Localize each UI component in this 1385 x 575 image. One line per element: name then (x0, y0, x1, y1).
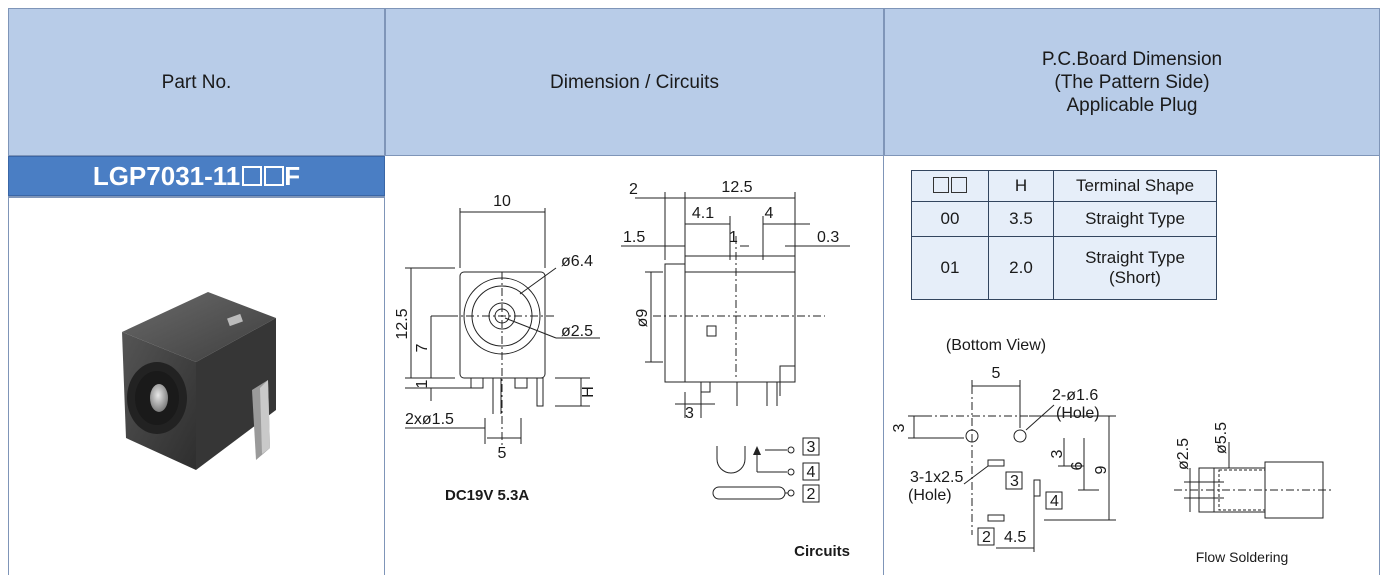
part-number-bar: LGP7031-11 F (8, 156, 385, 196)
pcb-dim-1x25: 3-1x2.5 (910, 469, 963, 486)
dim-front-h: H (580, 386, 597, 398)
pcb-dim-6: 6 (1069, 461, 1086, 470)
table-cell-h: 3.5 (988, 201, 1054, 237)
table-cell-shape-line1: Straight Type (1085, 248, 1185, 267)
header-part-no-label: Part No. (161, 71, 232, 93)
header-pcb-line1: P.C.Board Dimension (1041, 48, 1223, 70)
pcb-dim-45: 4.5 (1004, 529, 1026, 546)
header-dimension: Dimension / Circuits (385, 8, 884, 156)
dim-side-41: 4.1 (692, 205, 714, 222)
table-cell-code: 01 (911, 236, 989, 300)
header-part-no: Part No. (8, 8, 385, 156)
placeholder-box (242, 166, 263, 186)
dim-side-1: 1 (729, 229, 738, 246)
dim-side-d9: ø9 (634, 309, 651, 328)
table-cell-h: 2.0 (988, 236, 1054, 300)
table-cell-shape-line2: (Short) (1109, 268, 1161, 287)
dim-side-125: 12.5 (721, 179, 752, 196)
dim-front-2x15: 2xø1.5 (405, 411, 454, 428)
terminal-table: H Terminal Shape 00 3.5 Straight Type 01… (911, 170, 1217, 300)
dim-front-1: 1 (414, 379, 431, 388)
pcb-terminal-4: 4 (1050, 493, 1059, 510)
part-number-prefix: LGP7031-11 (92, 160, 241, 191)
header-pcb-line2: (The Pattern Side) (1054, 71, 1210, 93)
dim-side-3: 3 (685, 405, 694, 422)
plug-dim-d25: ø2.5 (1175, 438, 1192, 470)
pcb-dim-d16: 2-ø1.6 (1052, 387, 1098, 404)
table-header-h: H (988, 170, 1054, 202)
pcb-hole-2: (Hole) (908, 487, 952, 504)
divider (8, 196, 385, 198)
table-cell-shape: Straight Type (Short) (1053, 236, 1217, 300)
plug-dim-d55: ø5.5 (1213, 422, 1230, 454)
table-cell-code: 00 (911, 201, 989, 237)
bottom-view-label: (Bottom View) (946, 337, 1046, 354)
part-number-suffix: F (284, 160, 301, 191)
column-pcb (884, 156, 1380, 575)
table-row: 01 2.0 Straight Type (Short) (911, 236, 1217, 300)
terminal-label: 3 (807, 439, 816, 456)
pcb-terminal-2: 2 (982, 529, 991, 546)
dim-front-d25: ø2.5 (561, 323, 593, 340)
pcb-dim-5: 5 (992, 365, 1001, 382)
column-part (8, 156, 385, 575)
pcb-dim-9: 9 (1093, 465, 1110, 474)
table-header-code (911, 170, 989, 202)
terminal-label: 4 (807, 464, 816, 481)
header-dimension-label: Dimension / Circuits (550, 71, 719, 93)
product-photo (122, 292, 276, 470)
table-row: 00 3.5 Straight Type (911, 201, 1217, 237)
header-pcb-line3: Applicable Plug (1066, 94, 1198, 116)
placeholder-box (933, 177, 949, 193)
dim-side-15: 1.5 (623, 229, 645, 246)
column-dimension (385, 156, 884, 575)
pcb-hole-1: (Hole) (1056, 405, 1100, 422)
dim-side-2: 2 (629, 181, 638, 198)
dim-front-10: 10 (493, 193, 511, 210)
placeholder-box (951, 177, 967, 193)
dimension-drawing: 10 ø6.4 ø2.5 12.5 7 1 H 2xø1.5 5 2 12.5 … (394, 179, 850, 560)
terminal-label: 2 (807, 486, 816, 503)
dim-side-4: 4 (765, 205, 774, 222)
flow-soldering-label: Flow Soldering (1196, 549, 1289, 565)
rating-label: DC19V 5.3A (445, 487, 529, 504)
dim-front-d64: ø6.4 (561, 253, 593, 270)
table-header-shape: Terminal Shape (1053, 170, 1217, 202)
header-pcb: P.C.Board Dimension (The Pattern Side) A… (884, 8, 1380, 156)
pcb-terminal-3: 3 (1010, 473, 1019, 490)
circuits-label: Circuits (794, 543, 850, 560)
pcb-dim-3a: 3 (891, 423, 908, 432)
dim-front-125: 12.5 (394, 308, 411, 339)
dim-front-5: 5 (498, 445, 507, 462)
pcb-drawing: (Bottom View) 5 2-ø1.6 (Hole) 3 3 6 9 3-… (891, 337, 1334, 565)
dim-side-03: 0.3 (817, 229, 839, 246)
dim-front-7: 7 (414, 343, 431, 352)
pcb-dim-3b: 3 (1049, 449, 1066, 458)
table-cell-shape: Straight Type (1053, 201, 1217, 237)
placeholder-box (264, 166, 285, 186)
table-header-row: H Terminal Shape (911, 170, 1217, 202)
